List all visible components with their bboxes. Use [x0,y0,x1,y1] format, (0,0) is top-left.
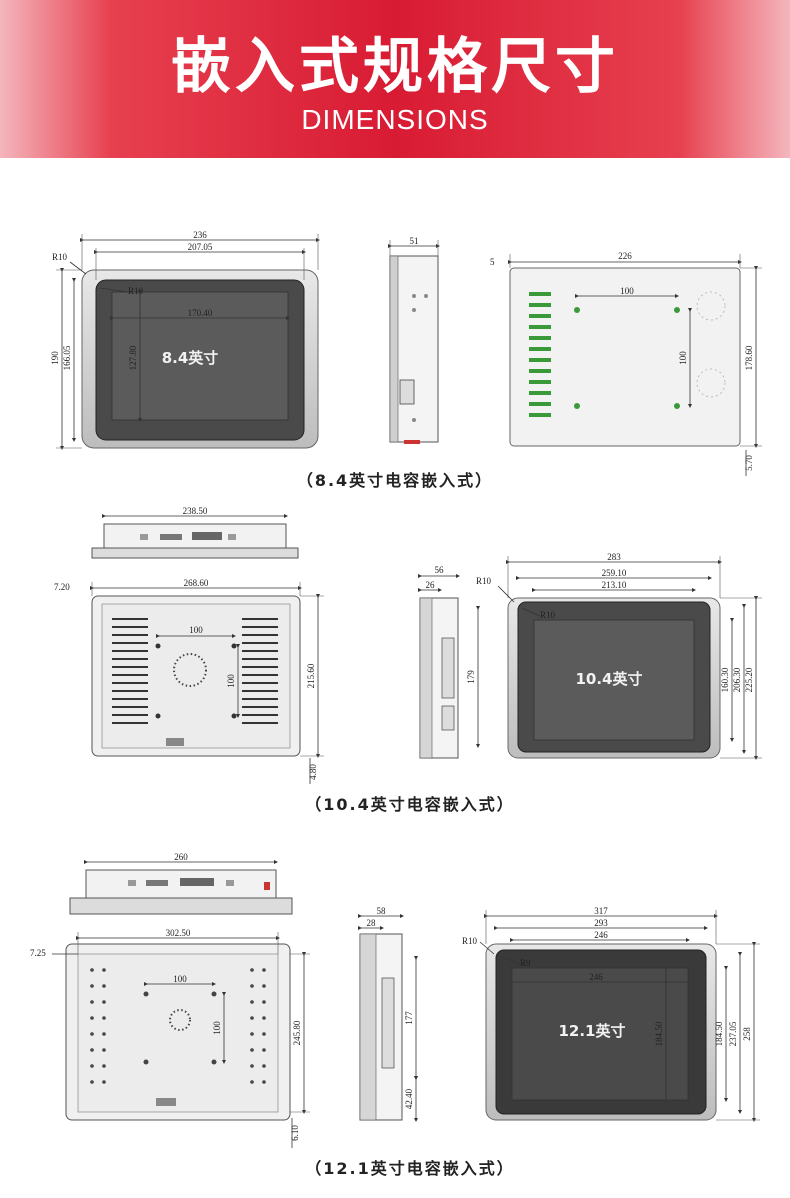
dim-width-outer: 317 [594,906,608,916]
dim-screen-h: 127.80 [128,345,138,370]
radius-outer: R10 [52,252,68,262]
section-10-4: 238.50 [54,506,762,814]
radius-outer: R10 [462,936,478,946]
caption-8-4: （8.4英寸电容嵌入式） [297,471,493,490]
dim-width-mid: 259.10 [602,568,627,578]
dim-h2: 206.30 [732,667,742,692]
dim-back-height: 245.80 [292,1020,302,1045]
top-view-10-4: 238.50 [91,506,299,559]
caption-12-1: （12.1英寸电容嵌入式） [305,1159,514,1178]
dim-top-width: 238.50 [183,506,208,516]
dim-depth: 58 [377,906,387,916]
dim-back-height: 178.60 [744,345,754,370]
front-view-8-4: 8.4英寸 236 207.05 170.40 127.80 190 166.0… [50,230,320,450]
radius-inner: R9 [520,958,531,968]
dim-width-inner: 213.10 [602,580,627,590]
dim-depth-inner: 28 [367,918,377,928]
section-8-4: 8.4英寸 236 207.05 170.40 127.80 190 166.0… [50,230,762,490]
dim-width-inner: 207.05 [188,242,213,252]
dim-top-width: 260 [174,852,188,862]
dim-width-inner: 246 [594,930,608,940]
dim-back-edge: 7.25 [30,948,46,958]
dim-depth: 56 [435,565,445,575]
dim-h3: 258 [742,1027,752,1041]
front-view-12-1: 12.1英寸 317 293 246 246 184.50 184.50 237… [462,906,760,1122]
dim-screen-w: 170.40 [188,308,213,318]
dim-hole-h: 100 [173,974,187,984]
side-view-12-1: 58 28 177 42.40 [358,906,418,1122]
side-view-8-4: 51 [388,236,440,444]
top-view-12-1: 260 [69,852,293,915]
side-view-10-4: 56 26 179 [418,565,480,759]
dim-back-width: 268.60 [184,578,209,588]
dim-back-bottom: 5.70 [744,455,754,471]
dimension-drawings: 8.4英寸 236 207.05 170.40 127.80 190 166.0… [30,230,762,1178]
dim-side-height: 179 [466,670,476,684]
screen-label: 10.4英寸 [575,670,642,688]
dim-back-edge: 7.20 [54,582,70,592]
dim-width-outer: 236 [193,230,207,240]
page-title: 嵌入式规格尺寸 [171,32,619,102]
back-view-12-1: 100 100 302.50 7.25 245.80 6.10 [30,928,310,1148]
radius-outer: R10 [476,576,492,586]
dim-back-height: 215.60 [306,663,316,688]
dim-screen-w: 246 [589,972,603,982]
caption-10-4: （10.4英寸电容嵌入式） [305,795,514,814]
dim-h2: 237.05 [728,1021,738,1046]
dim-width-outer: 283 [607,552,621,562]
dim-depth: 51 [410,236,419,246]
front-view-10-4: 10.4英寸 283 259.10 213.10 160.30 206.30 2… [476,552,762,760]
dim-back-bottom: 4.80 [308,764,318,780]
dim-depth-inner: 26 [426,580,436,590]
header-banner: 嵌入式规格尺寸 DIMENSIONS [0,0,790,158]
dim-width-mid: 293 [594,918,608,928]
page-subtitle: DIMENSIONS [301,104,489,135]
dim-screen-h: 184.50 [654,1021,664,1046]
dim-hole-h: 100 [189,625,203,635]
dim-back-edge: 5 [490,257,495,267]
dim-height-outer: 190 [50,351,60,365]
dim-h3: 225.20 [744,667,754,692]
dim-back-bottom: 6.10 [290,1125,300,1141]
dim-side-bottom: 42.40 [404,1088,414,1109]
dim-hole-v: 100 [678,351,688,365]
screen-label: 12.1英寸 [558,1022,625,1040]
section-12-1: 260 100 100 [30,852,760,1178]
dim-height-inner: 166.05 [62,345,72,370]
dim-hole-h: 100 [620,286,634,296]
back-view-10-4: 100 100 268.60 7.20 215.60 4.80 [54,578,324,784]
dim-hole-v: 100 [226,674,236,688]
dim-back-width: 226 [618,251,632,261]
dim-back-width: 302.50 [166,928,191,938]
radius-inner: R10 [128,286,144,296]
radius-inner: R10 [540,610,556,620]
back-view-8-4: 100 100 226 5 178.60 5.70 [490,251,762,476]
dim-h1: 184.50 [714,1021,724,1046]
screen-label: 8.4英寸 [162,349,219,367]
dim-side-height: 177 [404,1011,414,1025]
dim-h1: 160.30 [720,667,730,692]
dim-hole-v: 100 [212,1021,222,1035]
